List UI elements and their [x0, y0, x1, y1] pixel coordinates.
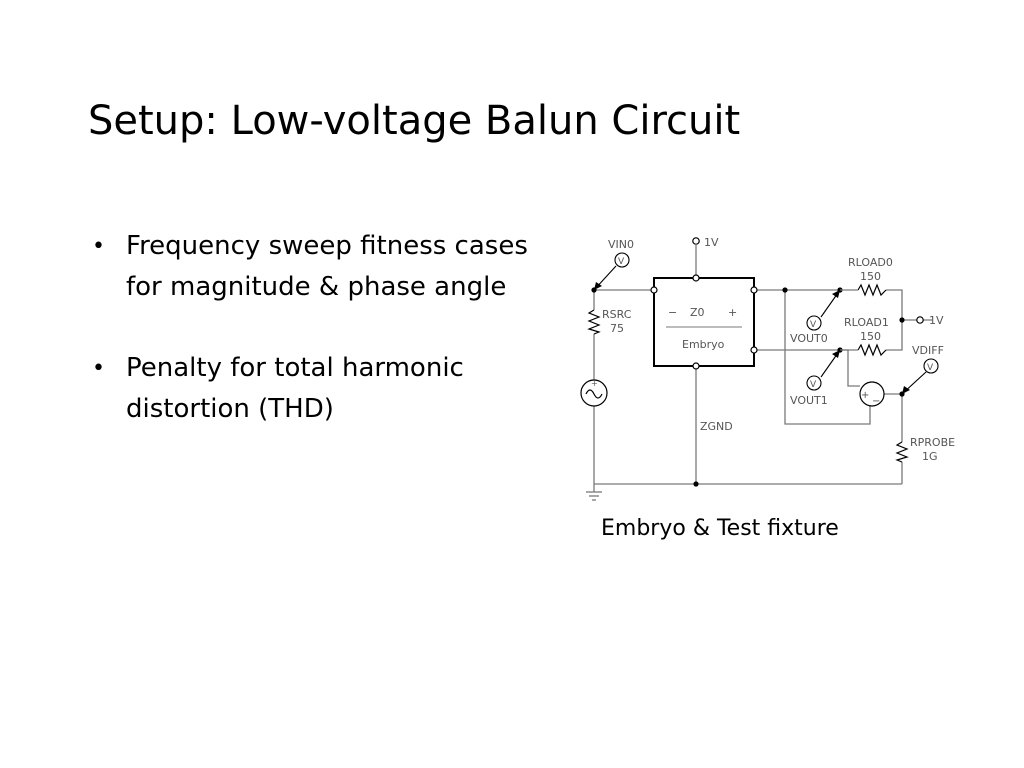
- resistor-rload1: [857, 343, 887, 357]
- vin0-label: VIN0: [608, 238, 634, 251]
- supply-top-label: 1V: [704, 236, 719, 249]
- bullet-item-thd: • Penalty for total harmonic distortion …: [92, 348, 562, 430]
- resistor-rload0: [857, 283, 887, 297]
- opamp-minus-label: −: [872, 396, 880, 407]
- rsrc-value: 75: [610, 322, 624, 335]
- voltage-probe-vout0: V VOUT0: [790, 289, 841, 345]
- supply-terminal-right: 1V: [916, 314, 944, 327]
- slide-title: Setup: Low-voltage Balun Circuit: [88, 98, 741, 144]
- z0-label: Z0: [690, 306, 705, 319]
- rload0-label: RLOAD0: [848, 256, 893, 269]
- voltage-probe-vout1: V VOUT1: [790, 349, 841, 407]
- vdiff-label: VDIFF: [912, 344, 944, 357]
- z0-plus-label: +: [728, 306, 737, 319]
- rprobe-value: 1G: [922, 450, 938, 463]
- voltage-probe-vin0: V VIN0: [593, 238, 634, 291]
- bullet-text: Penalty for total harmonic distortion (T…: [126, 353, 464, 424]
- embryo-label: Embryo: [682, 338, 725, 351]
- circuit-schematic: − Z0 + Embryo 1V 1V RSRC 75 RLOAD0 150 R…: [580, 236, 955, 501]
- rprobe-label: RPROBE: [910, 436, 955, 449]
- resistor-rsrc: [587, 309, 601, 335]
- voltage-probe-vdiff: V VDIFF: [901, 344, 944, 395]
- zgnd-label: ZGND: [700, 420, 733, 433]
- probe-v-symbol: V: [927, 363, 934, 373]
- supply-terminal-top: 1V: [692, 236, 719, 258]
- embryo-box: − Z0 + Embryo: [650, 274, 758, 370]
- bullet-marker: •: [92, 234, 105, 259]
- z0-minus-label: −: [668, 306, 677, 319]
- rload1-value: 150: [860, 330, 881, 343]
- opamp-plus-label: +: [861, 390, 869, 401]
- bullet-item-fitness: • Frequency sweep fitness cases for magn…: [92, 226, 562, 308]
- ground-icon: [586, 491, 602, 501]
- resistor-rprobe: [895, 441, 909, 463]
- rsrc-label: RSRC: [602, 308, 632, 321]
- ac-source-icon: +: [580, 379, 608, 407]
- probe-v-symbol: V: [810, 380, 817, 390]
- differential-amplifier: + −: [859, 381, 885, 407]
- vout1-label: VOUT1: [790, 394, 828, 407]
- probe-v-symbol: V: [810, 320, 817, 330]
- diagram-caption: Embryo & Test fixture: [601, 516, 839, 541]
- probe-v-symbol: V: [618, 257, 625, 267]
- rload0-value: 150: [860, 270, 881, 283]
- bullet-list: • Frequency sweep fitness cases for magn…: [92, 226, 562, 470]
- bullet-marker: •: [92, 356, 105, 381]
- wires: [593, 258, 932, 492]
- supply-right-label: 1V: [929, 314, 944, 327]
- rload1-label: RLOAD1: [844, 316, 889, 329]
- vout0-label: VOUT0: [790, 332, 828, 345]
- bullet-text: Frequency sweep fitness cases for magnit…: [126, 231, 528, 302]
- ac-source-plus: +: [591, 379, 598, 388]
